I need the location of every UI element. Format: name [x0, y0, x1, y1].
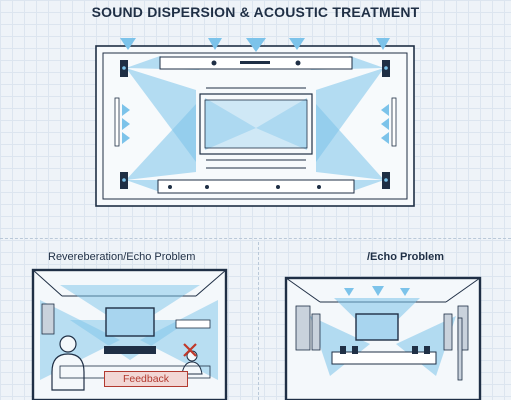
treated-room-panel — [284, 276, 482, 400]
top-speaker-dot-2 — [295, 60, 301, 66]
ceiling-speaker-icon — [344, 286, 410, 296]
beam-left-bottom — [126, 104, 196, 180]
top-speaker-dot-1 — [211, 60, 217, 66]
person-icon — [51, 335, 85, 391]
beam-right-bottom — [316, 104, 384, 180]
treated-panel-title: /Echo Problem — [367, 251, 445, 263]
reverb-soundbar — [104, 346, 156, 354]
chair-icon — [340, 346, 430, 354]
reverb-problem-panel — [31, 268, 228, 400]
center-screen-frame — [199, 93, 313, 155]
cross-icon — [183, 343, 197, 357]
right-wall-absorber — [391, 97, 397, 147]
treated-screen — [355, 313, 399, 341]
panel-divider — [258, 242, 259, 400]
conference-table — [331, 351, 437, 365]
reverb-screen — [105, 307, 155, 337]
right-diffusers — [381, 104, 389, 144]
bottom-wall-panel — [157, 179, 355, 194]
reverb-panel-title: Revereberation/Echo Problem — [48, 251, 196, 263]
room-inner-wall — [102, 52, 408, 200]
left-diffusers — [122, 104, 130, 144]
speaker-icon — [120, 60, 390, 189]
diagram-title: SOUND DISPERSION & ACOUSTIC TREATMENT — [91, 4, 420, 20]
ceiling-speaker-icon — [120, 38, 390, 52]
left-wall-absorber — [114, 97, 120, 147]
floor-speaker — [457, 317, 463, 381]
reverb-projector — [175, 319, 211, 329]
floor-plan — [95, 38, 415, 207]
treated-wall-panels — [295, 305, 469, 351]
center-screen — [204, 99, 308, 149]
feedback-label: Feedback — [104, 371, 188, 387]
left-wall-panel — [41, 303, 55, 335]
top-panel-bar — [240, 61, 270, 64]
section-divider — [0, 238, 511, 239]
